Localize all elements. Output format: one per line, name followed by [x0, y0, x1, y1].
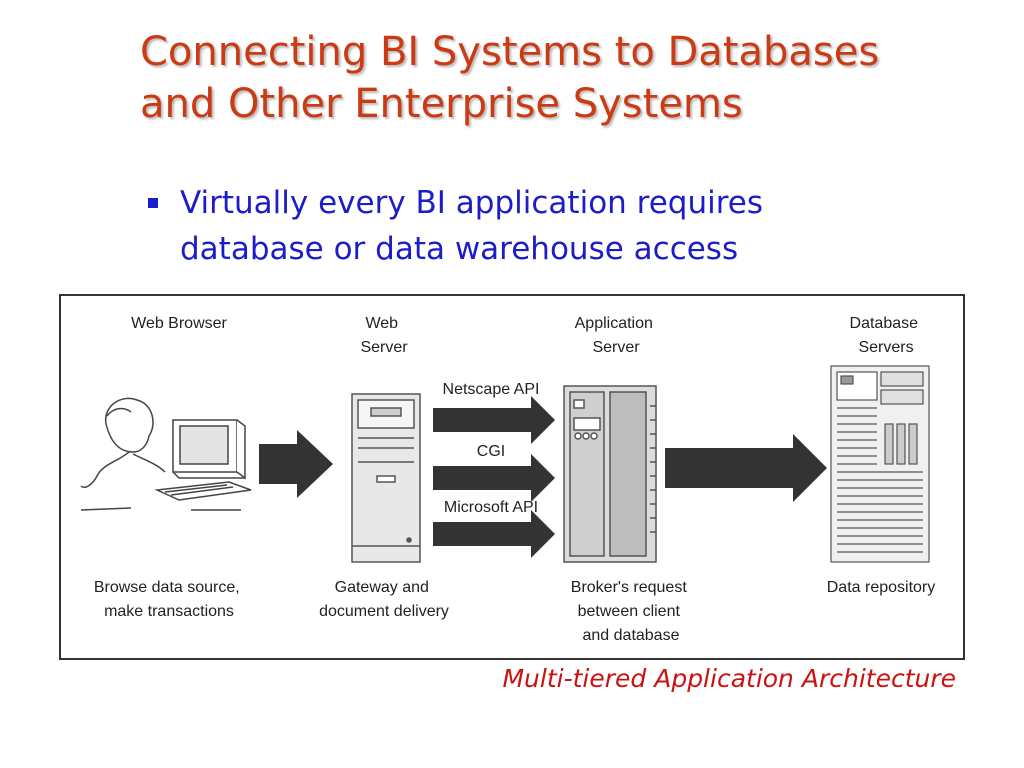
tier-1-description: Browse data source, make transactions [94, 579, 244, 620]
tier-2-description: Gateway and document delivery [319, 579, 449, 620]
bullet-text: Virtually every BI application requires … [180, 180, 900, 272]
bullet-square-icon [148, 198, 158, 208]
tier-4-description: Data repository [827, 579, 936, 596]
database-server-rack-icon [830, 365, 930, 563]
tier-2-title-line-2: Server [360, 339, 408, 356]
tier-1-title-line-1: Web Browser [131, 315, 227, 332]
tier-1-title: Web Browser [131, 315, 227, 332]
tier-3-description: Broker's request between client and data… [571, 579, 691, 644]
tier-2-title: Web Server [360, 315, 408, 356]
person-at-computer-icon [80, 397, 252, 511]
figure-caption: Multi-tiered Application Architecture [502, 664, 956, 693]
netscape-api-arrow [433, 396, 555, 444]
tier-3-title-line-1: Application [575, 315, 653, 332]
cgi-arrow [433, 454, 555, 502]
tier-4-title-line-1: Database [850, 315, 919, 332]
slide-title-line-2: and Other Enterprise Systems [140, 81, 743, 127]
tier-2-title-line-1: Web [365, 315, 398, 332]
tier-3-description-line-3: and database [583, 627, 680, 644]
architecture-diagram: Web Browser Web Server Application Serve… [59, 294, 965, 660]
application-server-rack-icon [563, 385, 657, 563]
tier-3-description-line-2: between client [578, 603, 681, 620]
tier-2-description-line-2: document delivery [319, 603, 449, 620]
tier-2-description-line-1: Gateway and [335, 579, 429, 596]
architecture-diagram-svg: Web Browser Web Server Application Serve… [80, 315, 936, 644]
interface-label-netscape-api: Netscape API [443, 381, 540, 398]
tier-4-description-line-1: Data repository [827, 579, 936, 596]
right-arrow-icon [259, 430, 333, 498]
interface-label-microsoft-api: Microsoft API [444, 499, 538, 516]
web-server-tower-icon [351, 393, 421, 563]
tier-3-title: Application Server [575, 315, 658, 356]
tier-4-title: Database Servers [850, 315, 923, 356]
bullet-line-1: Virtually every BI application requires [180, 185, 764, 221]
slide-title: Connecting BI Systems to Databases and O… [140, 26, 1010, 130]
tier-4-title-line-2: Servers [858, 339, 913, 356]
interface-label-cgi: CGI [477, 443, 505, 460]
tier-1-description-line-2: make transactions [104, 603, 234, 620]
right-arrow-icon [665, 434, 827, 502]
tier-1-description-line-1: Browse data source, [94, 579, 240, 596]
slide-title-line-1: Connecting BI Systems to Databases [140, 29, 880, 75]
tier-3-description-line-1: Broker's request [571, 579, 688, 596]
tier-3-title-line-2: Server [592, 339, 640, 356]
microsoft-api-arrow [433, 510, 555, 558]
bullet-line-2: database or data warehouse access [180, 231, 739, 267]
